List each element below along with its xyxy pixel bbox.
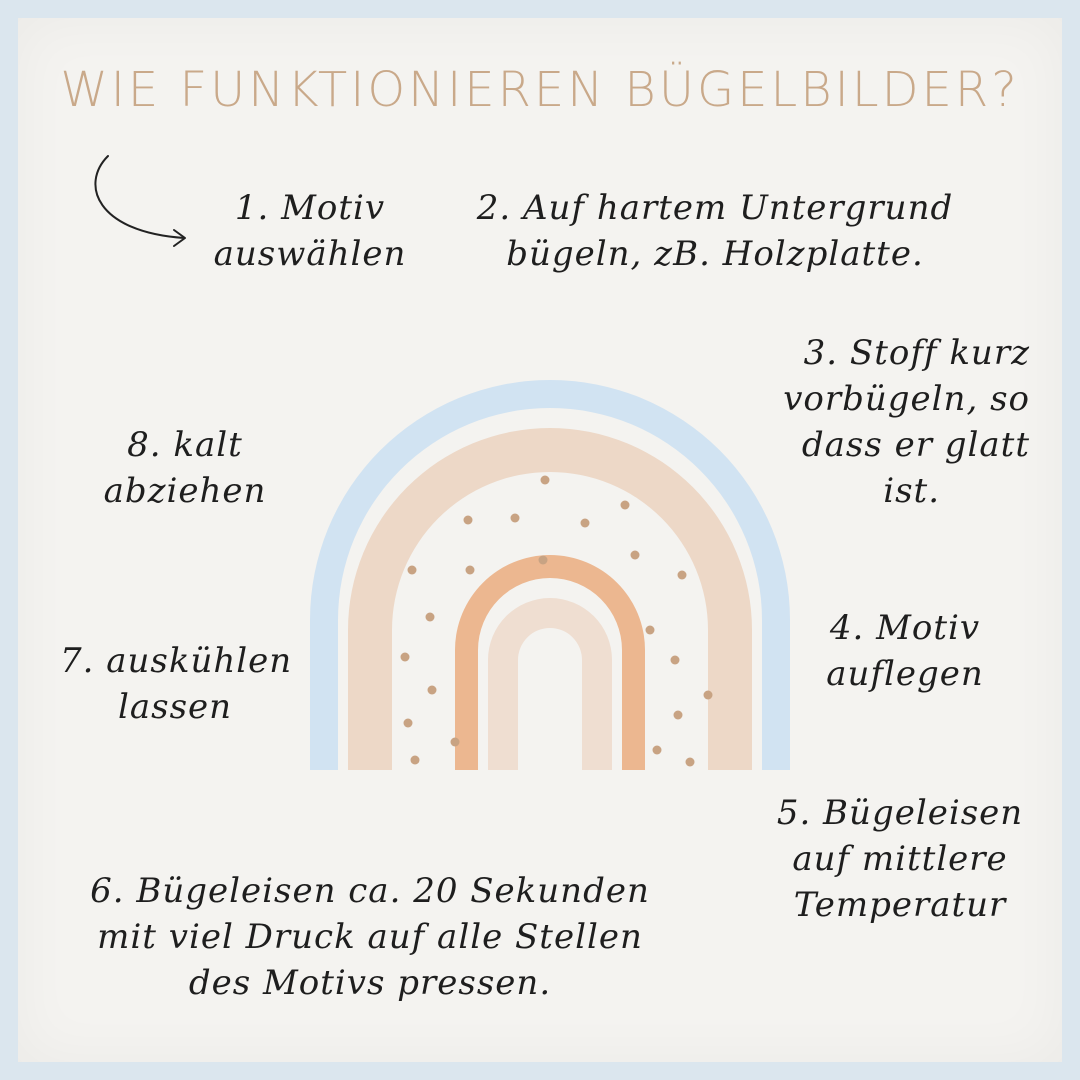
curved-arrow-icon: [94, 155, 186, 247]
step-2: 2. Auf hartem Untergrund bügeln, zB. Hol…: [455, 185, 975, 277]
step-6-line2: mit viel Druck auf alle Stellen: [97, 917, 643, 957]
step-3-line3: dass er glatt: [801, 425, 1030, 465]
step-5-line1: 5. Bügeleisen: [776, 793, 1024, 833]
step-3-line2: vorbügeln, so: [783, 379, 1030, 419]
step-3: 3. Stoff kurz vorbügeln, so dass er glat…: [720, 330, 1030, 514]
step-6: 6. Bügeleisen ca. 20 Sekunden mit viel D…: [70, 868, 670, 1006]
step-2-line2: bügeln, zB. Holzplatte.: [506, 234, 924, 274]
rainbow-band-beige: [348, 428, 752, 770]
step-5-line2: auf mittlere: [792, 839, 1008, 879]
step-6-line1: 6. Bügeleisen ca. 20 Sekunden: [90, 871, 650, 911]
step-5: 5. Bügeleisen auf mittlere Temperatur: [760, 790, 1040, 928]
rainbow-illustration: [310, 380, 790, 770]
step-8-line2: abziehen: [103, 471, 267, 511]
step-5-line3: Temperatur: [793, 885, 1007, 925]
step-3-line1: 3. Stoff kurz: [803, 333, 1030, 373]
step-7: 7. auskühlen lassen: [60, 638, 320, 730]
step-7-line1: 7. auskühlen: [60, 641, 293, 681]
step-1: 1. Motiv auswählen: [210, 185, 410, 277]
step-8: 8. kalt abziehen: [85, 422, 285, 514]
step-7-line2: lassen: [118, 687, 233, 727]
paper-card: [18, 18, 1062, 1062]
step-8-line1: 8. kalt: [127, 425, 243, 465]
rainbow-dots: [400, 475, 713, 767]
step-4-line2: auflegen: [826, 654, 984, 694]
step-6-line3: des Motivs pressen.: [188, 963, 552, 1003]
rainbow-band-orange: [455, 555, 645, 770]
step-4-line1: 4. Motiv: [829, 608, 981, 648]
step-2-line1: 2. Auf hartem Untergrund: [476, 188, 954, 228]
page-title: WIE FUNKTIONIEREN BÜGELBILDER?: [60, 62, 1020, 118]
step-4: 4. Motiv auflegen: [815, 605, 995, 697]
step-1-line2: auswählen: [213, 234, 407, 274]
rainbow-band-inner: [488, 598, 612, 770]
step-3-line4: ist.: [883, 471, 940, 511]
step-1-line1: 1. Motiv: [234, 188, 386, 228]
